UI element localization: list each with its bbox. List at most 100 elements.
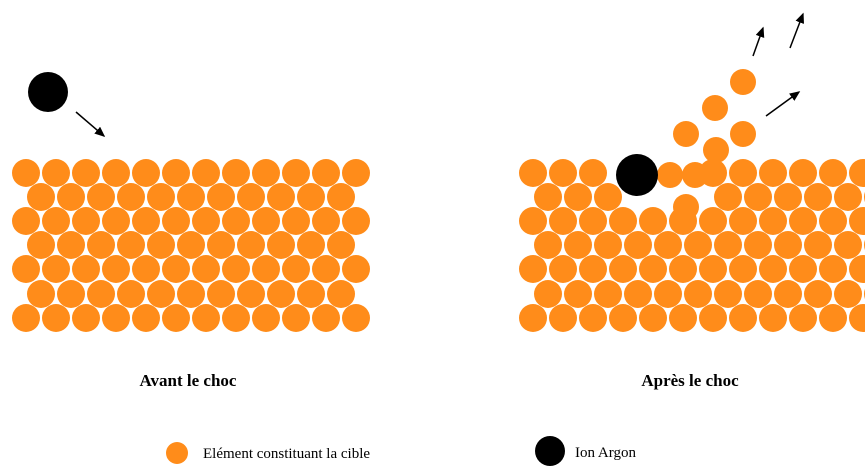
target-atom <box>57 280 85 308</box>
legend-target-label: Elément constituant la cible <box>203 446 370 462</box>
target-atom <box>207 231 235 259</box>
target-atom <box>267 280 295 308</box>
target-atom <box>27 183 55 211</box>
argon-ion-before <box>28 72 68 112</box>
target-atom <box>729 304 757 332</box>
target-atom <box>669 304 697 332</box>
target-atom <box>789 159 817 187</box>
target-atom <box>759 207 787 235</box>
ejected-atom <box>703 137 729 163</box>
target-atom <box>639 207 667 235</box>
target-atom <box>729 159 757 187</box>
target-atom <box>699 304 727 332</box>
ejected-atom <box>673 121 699 147</box>
target-lattice-before <box>12 159 370 332</box>
target-atom <box>237 183 265 211</box>
target-atom <box>564 183 592 211</box>
target-atom <box>207 280 235 308</box>
target-atom <box>774 280 802 308</box>
target-atom <box>237 231 265 259</box>
target-atom <box>312 304 340 332</box>
target-atom <box>102 255 130 283</box>
target-atom <box>72 159 100 187</box>
target-atom <box>804 231 832 259</box>
panel-before: Avant le choc <box>12 72 370 390</box>
target-atom <box>222 255 250 283</box>
target-atom <box>282 304 310 332</box>
caption-before: Avant le choc <box>140 371 237 390</box>
target-atom <box>42 207 70 235</box>
target-atom <box>42 159 70 187</box>
target-atom <box>789 207 817 235</box>
target-atom <box>192 255 220 283</box>
target-atom <box>237 280 265 308</box>
target-atom <box>744 231 772 259</box>
target-atom <box>282 159 310 187</box>
target-atom <box>759 304 787 332</box>
target-atom <box>297 280 325 308</box>
target-atom <box>162 255 190 283</box>
target-atom <box>12 159 40 187</box>
target-atom <box>267 231 295 259</box>
target-atom <box>132 207 160 235</box>
ejection-arrow-2 <box>789 12 804 49</box>
target-atom <box>87 280 115 308</box>
target-atom <box>789 255 817 283</box>
target-atom <box>12 207 40 235</box>
target-atom <box>579 304 607 332</box>
target-atom <box>639 304 667 332</box>
target-atom <box>27 280 55 308</box>
argon-ion-after <box>616 154 658 196</box>
target-atom <box>12 304 40 332</box>
target-atom <box>132 159 160 187</box>
target-atom <box>714 231 742 259</box>
target-atom <box>342 255 370 283</box>
target-atom <box>729 207 757 235</box>
incoming-ion-arrow <box>75 111 106 137</box>
target-atom <box>147 231 175 259</box>
target-atom <box>624 280 652 308</box>
target-atom <box>207 183 235 211</box>
target-atom <box>312 159 340 187</box>
target-atom <box>609 207 637 235</box>
target-atom <box>192 304 220 332</box>
target-atom <box>774 183 802 211</box>
target-atom <box>102 159 130 187</box>
target-atom <box>699 207 727 235</box>
target-atom <box>87 183 115 211</box>
legend: Elément constituant la cible Ion Argon <box>166 436 636 466</box>
target-atom <box>579 255 607 283</box>
target-atom <box>147 183 175 211</box>
target-atom <box>42 255 70 283</box>
target-atom <box>57 183 85 211</box>
target-atom <box>132 304 160 332</box>
target-atom <box>177 280 205 308</box>
target-atom <box>684 280 712 308</box>
ejected-atom <box>730 69 756 95</box>
target-atom <box>282 255 310 283</box>
target-atom <box>222 304 250 332</box>
target-atom <box>162 159 190 187</box>
panel-after: Après le choc <box>519 12 865 390</box>
target-atom <box>312 207 340 235</box>
target-atom <box>252 207 280 235</box>
target-atom <box>594 183 622 211</box>
target-atom <box>192 207 220 235</box>
target-atom <box>72 255 100 283</box>
legend-ion-label: Ion Argon <box>575 445 636 461</box>
ejected-atom <box>682 162 708 188</box>
target-atom <box>669 255 697 283</box>
caption-after: Après le choc <box>641 371 739 390</box>
target-atom <box>342 159 370 187</box>
target-atom <box>564 231 592 259</box>
target-atom <box>534 280 562 308</box>
target-atom <box>654 231 682 259</box>
target-atom <box>252 304 280 332</box>
target-atom <box>699 255 727 283</box>
target-atom <box>819 255 847 283</box>
target-atom <box>42 304 70 332</box>
ejected-atom <box>730 121 756 147</box>
target-atom <box>804 183 832 211</box>
target-atom <box>789 304 817 332</box>
target-atom <box>714 280 742 308</box>
